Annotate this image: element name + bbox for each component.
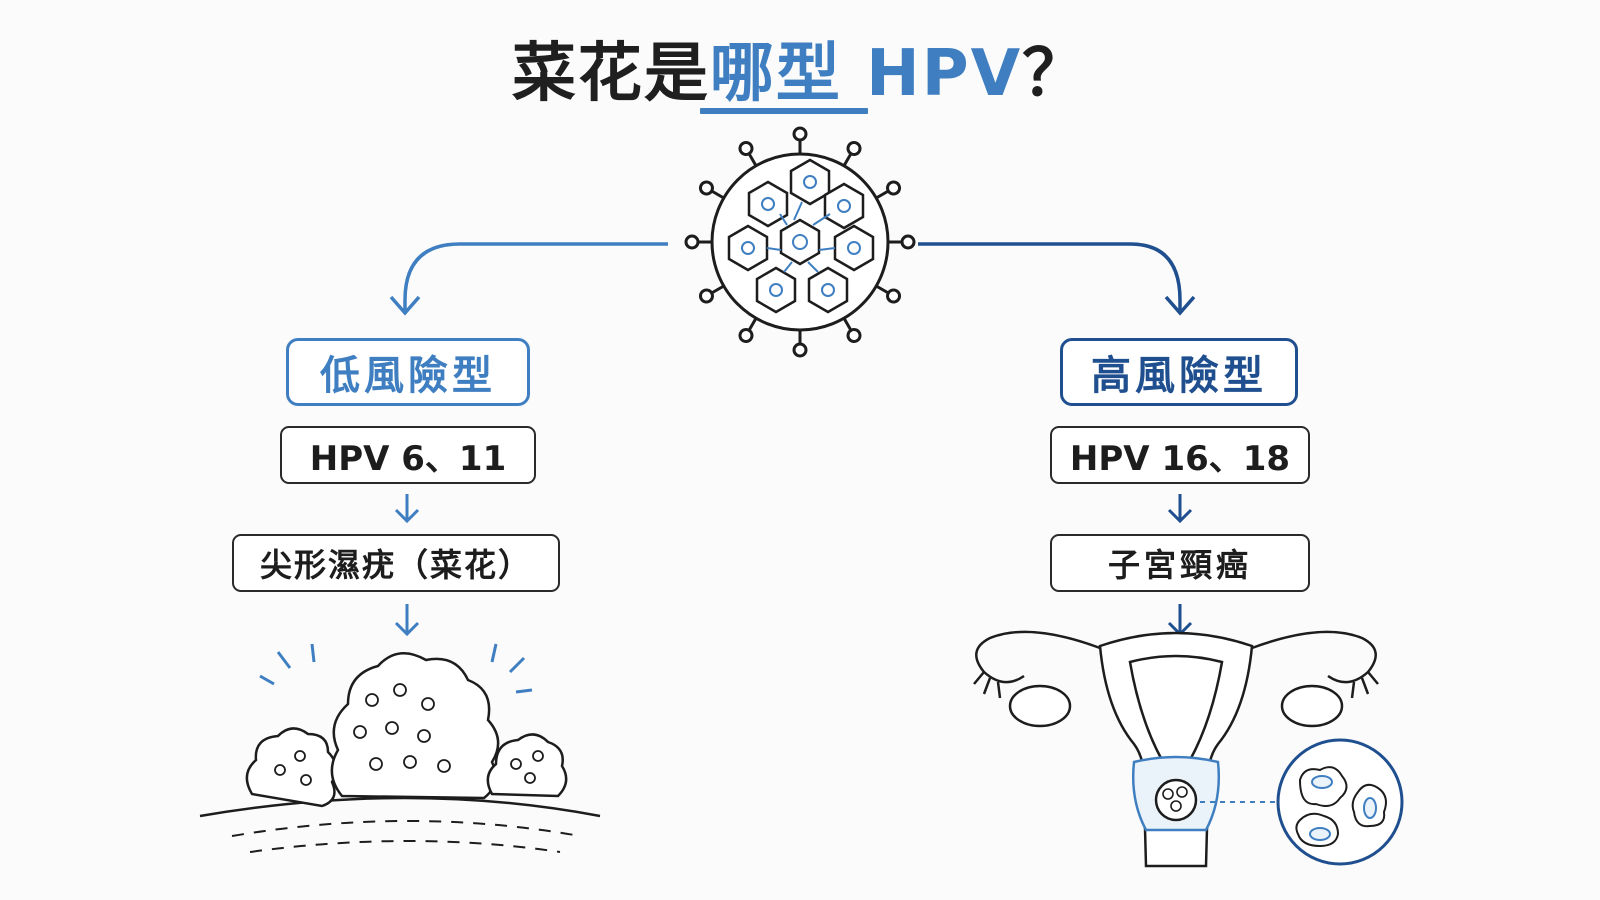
uterus-icon (973, 630, 1404, 868)
right-arrow-1 (1167, 494, 1193, 524)
left-branch-arrow (403, 242, 668, 310)
title-part2: 哪型 HPV (709, 37, 1023, 111)
left-branch-arrowhead (389, 295, 421, 316)
right-branch-arrow (918, 242, 1182, 310)
right-branch-arrowhead (1164, 295, 1196, 316)
title-part3: ？ (1022, 37, 1089, 111)
right-arrow-2 (1167, 604, 1193, 637)
left-arrow-2 (394, 604, 420, 637)
title-underline (700, 108, 868, 114)
wart-growth-icon (199, 643, 601, 853)
virus-icon (684, 126, 916, 358)
high-risk-category: 高風險型 (1060, 338, 1298, 406)
low-risk-disease: 尖形濕疣（菜花） (232, 534, 560, 592)
title-part1: 菜花是 (511, 37, 710, 111)
low-risk-category: 低風險型 (286, 338, 530, 406)
left-arrow-1 (394, 494, 420, 524)
abnormal-cells-icon (1295, 766, 1387, 848)
high-risk-types: HPV 16、18 (1050, 426, 1310, 484)
low-risk-types: HPV 6、11 (280, 426, 536, 484)
page-title: 菜花是哪型 HPV？ (0, 22, 1600, 114)
high-risk-disease: 子宮頸癌 (1050, 534, 1310, 592)
